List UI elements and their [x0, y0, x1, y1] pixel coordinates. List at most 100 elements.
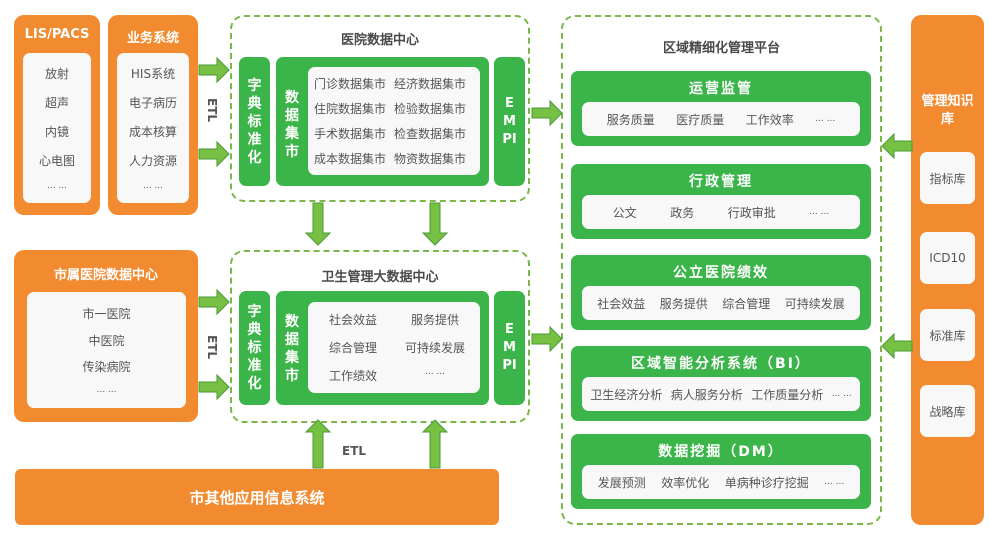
module-item: ... ...	[809, 207, 830, 217]
module-item: 行政审批	[727, 205, 776, 220]
mart-item: 物资数据集市	[394, 152, 467, 166]
bigdata-data-mart: 数据集市 社会效益 服务提供 综合管理 可持续发展 工作绩效 ... ...	[276, 291, 489, 405]
mart-item: 可持续发展	[404, 340, 465, 355]
module-item: 综合管理	[722, 296, 771, 311]
bigdata-mart-list: 社会效益 服务提供 综合管理 可持续发展 工作绩效 ... ...	[308, 302, 480, 393]
empi-label: EMPI	[502, 322, 517, 373]
regional-platform: 区域精细化管理平台	[561, 15, 882, 525]
platform-title: 区域精细化管理平台	[662, 41, 780, 56]
dict-label: 字典标准化	[247, 77, 262, 166]
mart-label: 数据集市	[285, 314, 299, 384]
module-item: 公文	[612, 205, 637, 220]
knowledge-item-standard: 标准库	[920, 309, 975, 361]
arrow-right-icon	[531, 99, 563, 127]
mart-item: 综合管理	[328, 340, 377, 355]
knowledge-item-strategy: 战略库	[920, 385, 975, 437]
module-operations-supervision: 运营监管 服务质量 医疗质量 工作效率 ... ...	[571, 71, 871, 146]
module-title: 区域智能分析系统（BI）	[631, 356, 811, 372]
module-item: 工作效率	[745, 112, 794, 127]
hospital-dict-standardization: 字典标准化	[239, 57, 270, 186]
arrow-left-icon	[881, 332, 913, 360]
list-item: 人力资源	[128, 154, 177, 168]
list-item: ... ...	[96, 385, 117, 396]
module-items: 卫生经济分析 病人服务分析 工作质量分析 ... ...	[582, 377, 860, 411]
module-items: 发展预测 效率优化 单病种诊疗挖掘 ... ...	[582, 465, 860, 499]
module-item: 工作质量分析	[751, 387, 824, 402]
health-bigdata-center: 卫生管理大数据中心	[230, 250, 530, 423]
module-item: 服务提供	[659, 296, 708, 311]
knowledge-title: 管理知识库	[921, 94, 974, 127]
module-public-hospital-performance: 公立医院绩效 社会效益 服务提供 综合管理 可持续发展	[571, 255, 871, 330]
list-item: 成本核算	[128, 125, 177, 139]
arrow-right-icon	[198, 56, 230, 84]
module-title: 数据挖掘（DM）	[658, 444, 784, 460]
module-items: 服务质量 医疗质量 工作效率 ... ...	[582, 102, 860, 136]
module-items: 社会效益 服务提供 综合管理 可持续发展	[582, 286, 860, 320]
module-item: 卫生经济分析	[590, 387, 663, 402]
module-title: 行政管理	[689, 174, 753, 190]
bigdata-empi: EMPI	[494, 291, 525, 405]
mart-item: 手术数据集市	[314, 127, 387, 141]
hospital-data-mart: 数据集市 门诊数据集市 经济数据集市 住院数据集市 检验数据集市 手术数据集市 …	[276, 57, 489, 186]
list-item: 中医院	[88, 333, 125, 348]
list-item: HIS系统	[130, 67, 176, 81]
list-item: ... ...	[142, 181, 164, 191]
list-item: 内镜	[44, 125, 69, 139]
lis-pacs-panel: LIS/PACS 放射 超声 内镜 心电图 ... ...	[14, 15, 100, 215]
city-hospital-title: 市属医院数据中心	[53, 268, 158, 283]
mart-item: 检验数据集市	[394, 102, 467, 116]
module-title: 公立医院绩效	[673, 265, 769, 281]
etl-label-bottom: ETL	[342, 444, 367, 458]
business-title: 业务系统	[126, 31, 179, 46]
hospital-empi: EMPI	[494, 57, 525, 186]
hospital-mart-list: 门诊数据集市 经济数据集市 住院数据集市 检验数据集市 手术数据集市 检查数据集…	[308, 67, 480, 175]
knowledge-item-label: ICD10	[929, 251, 966, 265]
health-bigdata-title: 卫生管理大数据中心	[321, 270, 439, 285]
arrow-up-icon	[304, 419, 332, 469]
arrow-right-icon	[198, 373, 230, 401]
mart-item: 住院数据集市	[314, 102, 387, 116]
mart-item: 服务提供	[410, 313, 459, 328]
mart-item: ... ...	[424, 366, 446, 377]
mart-item: 门诊数据集市	[314, 77, 387, 91]
city-hospital-panel: 市属医院数据中心 市一医院 中医院 传染病院 ... ...	[14, 250, 198, 422]
list-item: 心电图	[38, 154, 75, 168]
arrow-down-icon	[304, 202, 332, 246]
module-items: 公文 政务 行政审批 ... ...	[582, 195, 860, 229]
module-title: 运营监管	[689, 81, 753, 97]
etl-label-top: ETL	[205, 98, 219, 123]
list-item: 市一医院	[82, 306, 131, 321]
city-hospital-list: 市一医院 中医院 传染病院 ... ...	[27, 292, 186, 408]
list-item: 传染病院	[82, 360, 131, 375]
module-administration: 行政管理 公文 政务 行政审批 ... ...	[571, 164, 871, 239]
list-item: 超声	[44, 96, 69, 110]
arrow-up-icon	[421, 419, 449, 469]
mart-item: 检查数据集市	[394, 127, 467, 141]
mart-item: 成本数据集市	[314, 152, 387, 166]
module-item: 医疗质量	[676, 112, 725, 127]
knowledge-item-indicator: 指标库	[920, 152, 975, 204]
arrow-right-icon	[198, 288, 230, 316]
knowledge-base-panel: 管理知识库 指标库 ICD10 标准库 战略库	[911, 15, 984, 525]
etl-label-middle: ETL	[205, 335, 219, 360]
module-item: ... ...	[815, 114, 836, 124]
module-item: 发展预测	[597, 475, 646, 490]
other-systems-panel: 市其他应用信息系统	[15, 469, 499, 525]
list-item: 电子病历	[128, 96, 177, 110]
mart-item: 经济数据集市	[394, 77, 467, 91]
business-panel: 业务系统 HIS系统 电子病历 成本核算 人力资源 ... ...	[108, 15, 198, 215]
module-item: 病人服务分析	[670, 387, 743, 402]
mart-item: 社会效益	[328, 313, 377, 328]
business-list: HIS系统 电子病历 成本核算 人力资源 ... ...	[117, 53, 189, 203]
list-item: ... ...	[46, 181, 68, 191]
hospital-data-center: 医院数据中心	[230, 15, 530, 202]
dict-label: 字典标准化	[247, 304, 262, 392]
knowledge-item-label: 标准库	[929, 328, 966, 343]
bigdata-dict-standardization: 字典标准化	[239, 291, 270, 405]
arrow-left-icon	[881, 132, 913, 160]
module-item: ... ...	[831, 389, 852, 399]
module-item: 单病种诊疗挖掘	[724, 475, 809, 490]
other-systems-title: 市其他应用信息系统	[189, 488, 325, 507]
hospital-dc-title: 医院数据中心	[340, 33, 419, 48]
